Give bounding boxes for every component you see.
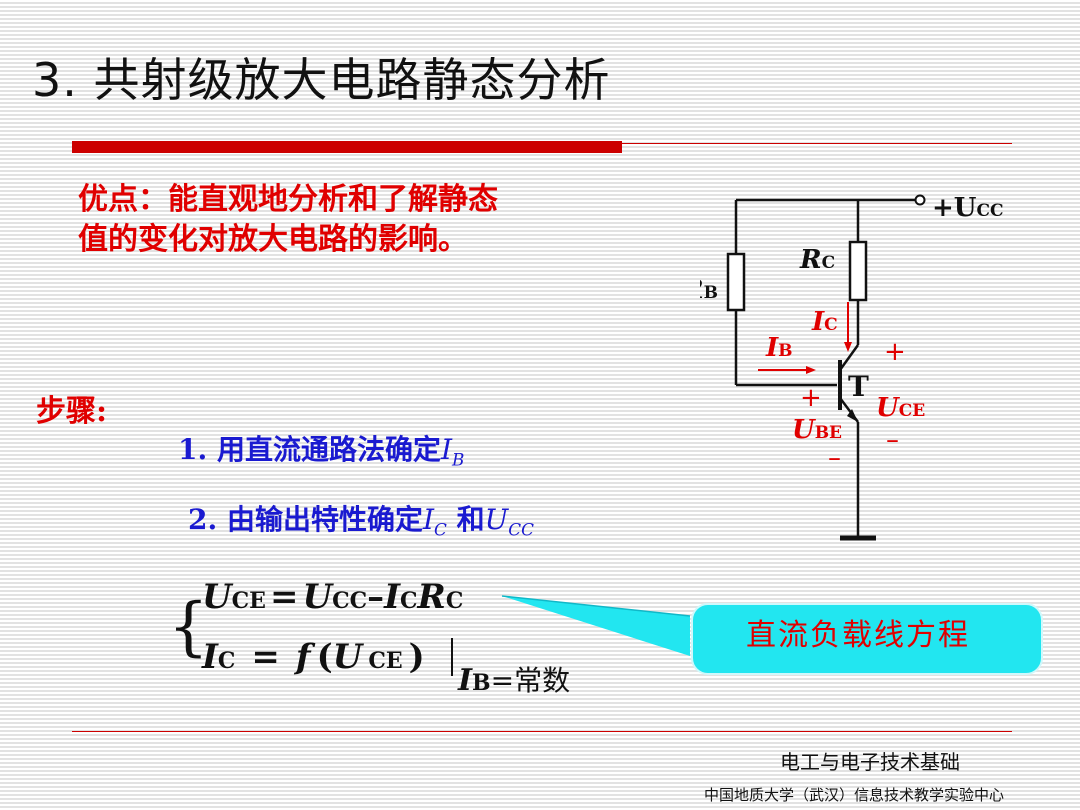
- callout-shape: [501, 595, 1043, 675]
- equation-brace: {: [168, 590, 209, 664]
- ib-label: IB: [765, 333, 793, 363]
- callout-pointer: [502, 596, 690, 656]
- step-2-var2: U: [484, 503, 509, 536]
- title-underline-thin: [622, 143, 1012, 144]
- footer-course: 电工与电子技术基础: [780, 750, 960, 774]
- transistor-label: T: [848, 370, 869, 403]
- step-1-text: 1. 用直流通路法确定: [178, 433, 441, 466]
- footer-rule: [72, 731, 1012, 732]
- step-1-var: I: [440, 433, 453, 466]
- slide-title: 3. 共射级放大电路静态分析: [32, 53, 611, 107]
- supply-terminal: [914, 194, 926, 206]
- callout-box: [691, 603, 1043, 675]
- resistor-rc: [848, 240, 868, 302]
- ube-plus: +: [800, 383, 822, 413]
- rb-label: RB: [700, 275, 718, 305]
- ib-arrow-head: [806, 366, 816, 374]
- rc-label: RC: [799, 245, 835, 275]
- ube-label: UBE: [792, 415, 842, 445]
- callout-label: 直流负载线方程: [746, 618, 970, 653]
- emitter-arrow: [847, 409, 858, 422]
- ic-label: IC: [811, 307, 838, 337]
- step-2: 2. 由输出特性确定IC 和UCC: [188, 498, 534, 540]
- circuit-diagram: +UCC RB RC IC IB T + UCE – + UBE –: [700, 193, 1004, 541]
- step-2-sub1: C: [434, 519, 447, 540]
- title-underline-thick: [72, 141, 622, 153]
- uce-plus: +: [884, 337, 906, 367]
- equation-line-1: UCE=UCC–ICRC: [202, 577, 463, 617]
- advantage-line-1: 优点：能直观地分析和了解静态: [78, 182, 498, 217]
- ube-minus: –: [828, 443, 841, 473]
- circuit-wires: [734, 198, 915, 538]
- step-2-var1: I: [422, 503, 435, 536]
- advantage-text: 优点：能直观地分析和了解静态 值的变化对放大电路的影响。: [78, 180, 598, 260]
- step-1: 1. 用直流通路法确定IB: [178, 428, 464, 470]
- footer-org: 中国地质大学（武汉）信息技术教学实验中心: [704, 786, 1005, 804]
- steps-label: 步骤:: [36, 394, 108, 429]
- supply-label: +UCC: [932, 193, 1004, 223]
- ic-arrow-head: [844, 342, 852, 352]
- step-2-sub2: CC: [508, 519, 534, 540]
- step-2-text: 2. 由输出特性确定: [188, 503, 423, 536]
- step-2-mid: 和: [446, 503, 485, 536]
- step-1-sub: B: [452, 449, 465, 470]
- resistor-rb: [726, 252, 746, 312]
- uce-label: UCE: [876, 393, 925, 423]
- uce-minus: –: [886, 425, 899, 455]
- advantage-line-2: 值的变化对放大电路的影响。: [78, 222, 468, 257]
- equation-condition: IB=常数: [457, 663, 570, 698]
